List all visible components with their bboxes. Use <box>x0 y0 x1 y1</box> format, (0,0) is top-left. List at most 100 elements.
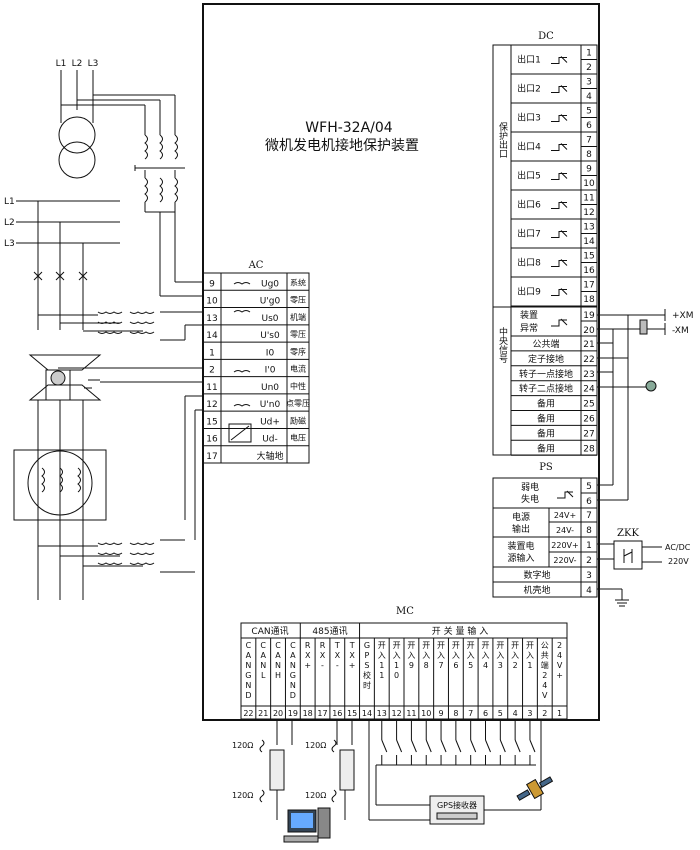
dc-output-term: 10 <box>583 179 595 189</box>
mc-column-term: 12 <box>391 709 401 718</box>
coil-icon <box>233 310 251 313</box>
ac-signal: Ud+ <box>260 417 280 427</box>
left-l1: L1 <box>4 197 15 207</box>
ac-signal: Ug0 <box>261 279 279 289</box>
mc-column-term: 2 <box>542 709 547 718</box>
mc-section-label: MC <box>396 606 414 617</box>
mc-bottom-wiring <box>276 719 542 821</box>
dc-signal-term: 21 <box>583 340 594 350</box>
mc-input-switches <box>381 719 536 765</box>
ps-chassis-ground: 机壳地 <box>523 584 550 596</box>
ac-term: 11 <box>206 383 217 393</box>
left-l3: L3 <box>4 239 15 249</box>
dc-output-term: 6 <box>586 121 592 131</box>
dc-output-term: 15 <box>583 252 594 262</box>
dc-output-label: 出口8 <box>517 257 541 269</box>
dc-output-list: 出口112出口234出口356出口478出口5910出口61112出口71314… <box>511 49 597 307</box>
dc-output-term: 12 <box>583 208 594 218</box>
ac-desc: 机端 <box>290 312 306 322</box>
ac-signal: 大轴地 <box>256 450 283 462</box>
zkk-switch <box>613 540 643 570</box>
dc-signal-label: 备用 <box>537 398 555 410</box>
mc-column-term: 4 <box>513 709 518 718</box>
ac-term: 1 <box>209 348 215 358</box>
ps-digital-ground: 数字地 <box>523 569 550 581</box>
mc-column-term: 10 <box>421 709 431 718</box>
ps-220vp: 220V+ <box>551 541 578 550</box>
dc-signal-label: 备用 <box>537 413 555 425</box>
ps-term-3: 3 <box>586 571 592 581</box>
dc-fault-label-b: 异常 <box>520 322 538 334</box>
dc-signal-label: 备用 <box>537 442 555 454</box>
mc-column-term: 5 <box>498 709 503 718</box>
relay-contact-icon <box>551 201 568 209</box>
mc-column-term: 13 <box>377 709 387 718</box>
ps-weak-term-1: 5 <box>586 482 592 492</box>
dc-output-label: 出口5 <box>517 170 541 182</box>
dc-output-label: 出口3 <box>517 112 541 124</box>
ac-term: 10 <box>206 297 218 307</box>
mc-column-term: 16 <box>332 709 342 718</box>
top-l1: L1 <box>56 59 67 69</box>
dc-output-term: 17 <box>583 281 594 291</box>
dc-fault-label-a: 装置 <box>520 309 538 321</box>
left-l2: L2 <box>4 218 15 228</box>
gps-receiver-label: GPS接收器 <box>437 800 477 810</box>
ps-section-label: PS <box>539 462 553 473</box>
ps-pwr-in-a: 装置电 <box>507 540 534 552</box>
dc-output-label: 出口7 <box>517 228 541 240</box>
ac-term: 16 <box>206 435 218 445</box>
converter-diag <box>230 425 250 441</box>
dc-output-term: 13 <box>583 223 594 233</box>
dc-output-term: 9 <box>586 165 592 175</box>
ac-signal: U's0 <box>260 331 280 341</box>
dc-output-term: 1 <box>586 49 592 59</box>
dc-signal-term: 22 <box>583 355 594 365</box>
dc-output-term: 7 <box>586 136 592 146</box>
top-l3: L3 <box>88 59 99 69</box>
ac-desc: 系统 <box>290 277 306 287</box>
ac-term: 12 <box>206 400 217 410</box>
mc-column-term: 17 <box>317 709 327 718</box>
dc-signal-label: 转子二点接地 <box>519 383 573 395</box>
coil-icon <box>233 404 251 407</box>
mc-column-term: 22 <box>243 709 253 718</box>
mc-column-term: 9 <box>438 709 443 718</box>
mc-column-term: 21 <box>258 709 268 718</box>
dc-signal-label: 定子接地 <box>528 353 564 365</box>
mc-column-term: 15 <box>347 709 357 718</box>
ps-pwr-out-b: 输出 <box>512 523 530 535</box>
relay-contact-icon <box>551 56 568 64</box>
dc-signal-term: 23 <box>583 370 594 380</box>
converter-icon <box>228 423 252 443</box>
ps-weak-term-2: 6 <box>586 497 592 507</box>
mc-column-term: 19 <box>288 709 298 718</box>
dc-output-term: 16 <box>583 266 595 276</box>
mc-column-term: 1 <box>557 709 562 718</box>
ac-signal: I0 <box>266 348 275 358</box>
ac-desc: 零压 <box>290 330 306 339</box>
resistor-label-1: 120Ω <box>232 741 253 750</box>
device-name: 微机发电机接地保护装置 <box>265 137 419 154</box>
dc-output-term: 11 <box>583 194 594 204</box>
protect-out-label: 保护出口 <box>497 121 508 158</box>
ac-section-label: AC <box>248 260 264 271</box>
dc-signal-label: 公共端 <box>532 338 559 350</box>
ps-220vm: 220V- <box>553 556 576 565</box>
dc-fault-term: 19 <box>583 311 595 321</box>
mc-485-header: 485通讯 <box>312 626 347 637</box>
